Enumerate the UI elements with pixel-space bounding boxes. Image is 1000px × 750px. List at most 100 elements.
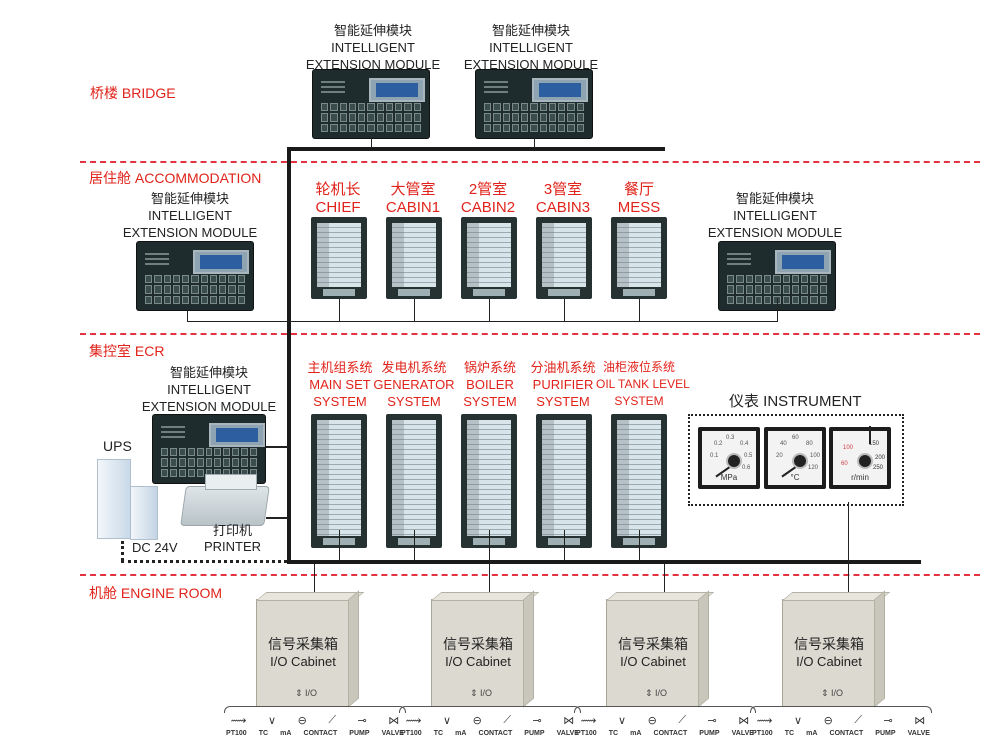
- bridge-bus: [287, 147, 665, 151]
- alarm-panel-oil-tank-level: [611, 414, 667, 548]
- connector: [339, 530, 340, 561]
- extension-module-bridge-2: [476, 70, 592, 138]
- alarm-panel-cabin3: [536, 217, 592, 299]
- alarm-panel-mess: [611, 217, 667, 299]
- connector: [339, 299, 340, 321]
- current-icon: ⊖: [297, 715, 307, 727]
- io-arrow-icon: ⇕ I/O: [470, 688, 493, 698]
- extension-module-bridge-1: [313, 70, 429, 138]
- connector: [187, 310, 188, 322]
- extension-module-accommodation-right: [719, 242, 835, 310]
- thermistor-icon: ⟿: [756, 715, 773, 727]
- connector: [664, 563, 665, 595]
- pump-icon: ⊸: [357, 715, 367, 727]
- alarm-panel-chief: [311, 217, 367, 299]
- io-arrow-icon: ⇕ I/O: [821, 688, 844, 698]
- thermistor-icon: ⟿: [405, 715, 422, 727]
- thermocouple-icon: ∨: [443, 715, 452, 727]
- connector: [564, 530, 565, 561]
- pump-icon: ⊸: [883, 715, 893, 727]
- gauge-rpm: 60 100 150 200 250 r/min: [829, 426, 891, 489]
- connector: [564, 299, 565, 321]
- zone-label-accommodation: 居住舱 ACCOMMODATION: [89, 170, 262, 186]
- connector: [489, 299, 490, 321]
- alarm-panel-main-set: [311, 414, 367, 548]
- zone-divider: [80, 333, 980, 335]
- ups-label: UPS: [103, 438, 132, 454]
- alarm-panel-generator: [386, 414, 442, 548]
- alarm-panel-cabin2: [461, 217, 517, 299]
- connector: [489, 563, 490, 595]
- gauge-unit: MPa: [720, 473, 738, 482]
- zone-label-engine-room: 机舱 ENGINE ROOM: [89, 585, 223, 601]
- current-icon: ⊖: [823, 715, 833, 727]
- main-bus-vertical: [287, 147, 291, 563]
- connector: [777, 298, 778, 322]
- instrument-title: 仪表 INSTRUMENT: [729, 393, 862, 410]
- extension-module-ecr: [153, 415, 265, 483]
- connector: [266, 446, 288, 448]
- alarm-panel-cabin1: [386, 217, 442, 299]
- extension-module-accommodation-left: [137, 242, 253, 310]
- alarm-panel-purifier: [536, 414, 592, 548]
- io-arrow-icon: ⇕ I/O: [295, 688, 318, 698]
- current-icon: ⊖: [647, 715, 657, 727]
- dc-power-line: [121, 560, 287, 563]
- valve-icon: ⋈: [388, 715, 400, 727]
- printer-paper-guide: [205, 474, 257, 490]
- thermistor-icon: ⟿: [230, 715, 247, 727]
- connector: [848, 502, 849, 612]
- ups-unit-small: [130, 486, 158, 540]
- instrument-group: [688, 414, 904, 506]
- connector: [639, 299, 640, 321]
- valve-icon: ⋈: [738, 715, 750, 727]
- zone-divider: [80, 161, 980, 163]
- valve-icon: ⋈: [563, 715, 575, 727]
- contact-icon: ⟋: [328, 714, 337, 726]
- printer-label-en: PRINTER: [204, 539, 262, 554]
- ecr-bus: [287, 560, 921, 564]
- zone-divider: [80, 574, 980, 576]
- ups-power-label: DC 24V: [132, 540, 178, 555]
- connector: [414, 530, 415, 561]
- dc-power-line: [121, 541, 124, 561]
- accommodation-bus: [188, 321, 778, 322]
- thermocouple-icon: ∨: [794, 715, 803, 727]
- pump-icon: ⊸: [707, 715, 717, 727]
- contact-icon: ⟋: [678, 714, 687, 726]
- valve-icon: ⋈: [914, 715, 926, 727]
- gauge-pressure: 0.1 0.2 0.3 0.4 0.5 0.6 MPa: [698, 427, 760, 489]
- ups-unit-large: [97, 459, 131, 539]
- io-arrow-icon: ⇕ I/O: [645, 688, 668, 698]
- thermistor-icon: ⟿: [580, 715, 597, 727]
- connector: [639, 530, 640, 561]
- alarm-panel-boiler: [461, 414, 517, 548]
- gauge-unit: °C: [790, 473, 800, 482]
- contact-icon: ⟋: [503, 714, 512, 726]
- connector: [266, 517, 288, 519]
- zone-label-ecr: 集控室 ECR: [89, 343, 165, 359]
- connector: [534, 138, 535, 148]
- thermocouple-icon: ∨: [618, 715, 627, 727]
